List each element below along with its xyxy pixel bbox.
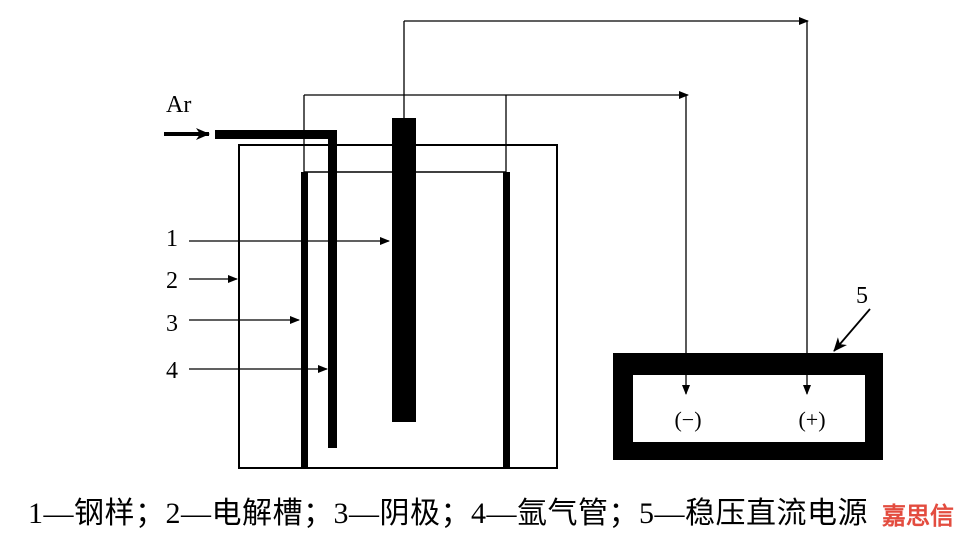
dc-power-source: (−) (+) (613, 353, 883, 460)
cathode-wire (303, 91, 690, 395)
callout-2: 2 (166, 268, 238, 294)
figure-caption: 1—钢样；2—电解槽；3—阴极；4—氩气管；5—稳压直流电源 (28, 497, 868, 530)
steel-sample (392, 118, 416, 422)
callout-3: 3 (166, 311, 300, 337)
callout-4-number: 4 (166, 358, 178, 384)
argon-label: Ar (166, 92, 191, 118)
callout-2-number: 2 (166, 268, 178, 294)
callout-1: 1 (166, 226, 390, 252)
minus-terminal-label: (−) (674, 407, 701, 432)
callout-5-number: 5 (856, 283, 868, 309)
callout-5: 5 (833, 283, 871, 352)
callout-3-number: 3 (166, 311, 178, 337)
sample-wire (403, 17, 811, 395)
callout-4: 4 (166, 358, 328, 384)
argon-tube (215, 130, 337, 448)
callout-1-number: 1 (166, 226, 178, 252)
plus-terminal-label: (+) (798, 407, 825, 432)
watermark-logo: 嘉思信 (882, 502, 954, 530)
